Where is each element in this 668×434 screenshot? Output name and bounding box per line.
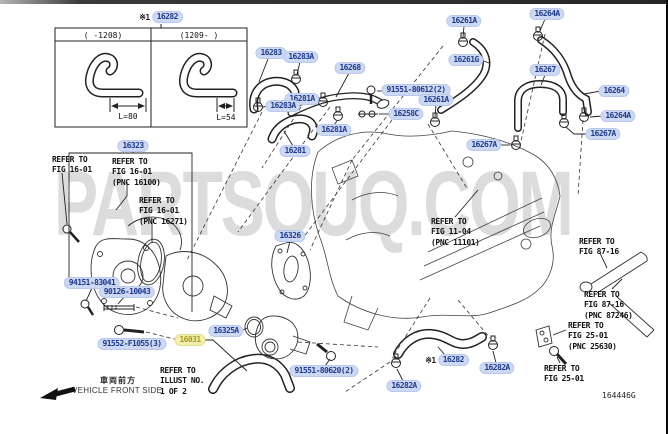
drawing-number: 164446G: [602, 391, 636, 400]
part-label-16282[interactable]: ※1 16282: [139, 11, 183, 23]
part-label-text: 16282: [437, 354, 469, 366]
part-label-16283[interactable]: 16283: [255, 47, 287, 59]
dashed-lines: [135, 33, 584, 393]
part-label-91552-F1055(3)[interactable]: 91552-F1055(3): [97, 338, 167, 350]
part-label-text: 16267: [529, 64, 561, 76]
part-label-text: 16268: [334, 62, 366, 74]
part-label-90126-10043[interactable]: 90126-10043: [98, 286, 156, 298]
dimension-text: L=80 L=54: [118, 112, 235, 122]
part-label-16264[interactable]: 16264: [598, 85, 630, 97]
part-label-text: 16283A: [265, 100, 301, 112]
part-label-16283A[interactable]: 16283A: [265, 100, 301, 112]
vehicle-front-side-jp: 車両前方: [100, 376, 136, 385]
part-label-91551-80620(2)[interactable]: 91551-80620(2): [289, 365, 359, 377]
part-label-text: 16261A: [418, 94, 454, 106]
hose-illustration-upper: [249, 36, 592, 144]
svg-text:L=80: L=80: [118, 112, 137, 121]
leader-lines: [61, 18, 623, 382]
vehicle-front-arrow: [40, 386, 76, 400]
part-label-text: 91552-F1055(3): [97, 338, 167, 350]
part-label-16281A[interactable]: 16281A: [316, 124, 352, 136]
part-label-16267[interactable]: 16267: [529, 64, 561, 76]
page-top-border: [0, 0, 666, 4]
part-label-16323[interactable]: 16323: [117, 140, 149, 152]
hose-illustration-lower: [208, 328, 487, 394]
part-label-16282A[interactable]: 16282A: [386, 380, 422, 392]
part-label-16261G[interactable]: 16261G: [448, 54, 484, 66]
part-label-16261A[interactable]: 16261A: [418, 94, 454, 106]
part-label-text: 16323: [117, 140, 149, 152]
svg-text:L=54: L=54: [216, 113, 235, 122]
part-label-text: 16281A: [316, 124, 352, 136]
part-label-16282A[interactable]: 16282A: [479, 362, 515, 374]
part-label-text: 91551-80620(2): [289, 365, 359, 377]
part-label-text: 16282: [151, 11, 183, 23]
svg-text:(1209- ): (1209- ): [180, 31, 219, 40]
fitting-16258C: [358, 110, 378, 118]
part-label-16283A[interactable]: 16283A: [283, 51, 319, 63]
dimension-arrows: [109, 98, 235, 112]
part-label-text: 16261A: [446, 15, 482, 27]
part-label-16281[interactable]: 16281: [279, 145, 311, 157]
part-label-text: 16283A: [283, 51, 319, 63]
inlet-illustration: [244, 241, 311, 360]
part-label-16282[interactable]: ※1 16282: [425, 354, 469, 366]
part-label-text: 16282A: [479, 362, 515, 374]
part-label-text: 90126-10043: [98, 286, 156, 298]
part-label-prefix: ※1: [139, 12, 150, 22]
vehicle-front-side-en: VEHICLE FRONT SIDE: [72, 386, 163, 395]
part-label-text: 16261G: [448, 54, 484, 66]
part-label-text: 16031: [174, 334, 206, 346]
part-label-16326[interactable]: 16326: [274, 230, 306, 242]
part-label-16261A[interactable]: 16261A: [446, 15, 482, 27]
inset-header-text: ( -1208) (1209- ): [84, 31, 219, 40]
part-label-16268[interactable]: 16268: [334, 62, 366, 74]
part-label-text: 16264A: [529, 8, 565, 20]
watermark: PARTSOUQ.COM: [54, 153, 574, 255]
part-label-16264A[interactable]: 16264A: [529, 8, 565, 20]
part-label-text: 16281: [279, 145, 311, 157]
part-label-16325A[interactable]: 16325A: [208, 325, 244, 337]
part-label-16267A[interactable]: 16267A: [585, 128, 621, 140]
clamp-icons: [253, 26, 589, 368]
part-label-text: 16325A: [208, 325, 244, 337]
part-label-text: 16283: [255, 47, 287, 59]
part-label-16267A[interactable]: 16267A: [466, 139, 502, 151]
part-label-prefix: ※1: [425, 355, 436, 365]
part-label-text: 16264: [598, 85, 630, 97]
part-label-text: 16264A: [600, 110, 636, 122]
part-label-text: 16267A: [585, 128, 621, 140]
part-label-text: 16258C: [388, 108, 424, 120]
bolt-icons: [62, 85, 568, 366]
part-label-text: 91551-80612(2): [381, 84, 451, 96]
engine-illustration: [311, 130, 561, 331]
part-label-16031[interactable]: 16031: [174, 334, 206, 346]
part-label-16258C[interactable]: 16258C: [388, 108, 424, 120]
part-label-text: 16282A: [386, 380, 422, 392]
hose-illustration-inset: [84, 52, 238, 98]
part-label-text: 16267A: [466, 139, 502, 151]
part-label-16264A[interactable]: 16264A: [600, 110, 636, 122]
svg-text:( -1208): ( -1208): [84, 31, 123, 40]
right-pipe-illustration: [535, 251, 655, 348]
part-label-91551-80612(2)[interactable]: 91551-80612(2): [381, 84, 451, 96]
part-label-text: 16326: [274, 230, 306, 242]
